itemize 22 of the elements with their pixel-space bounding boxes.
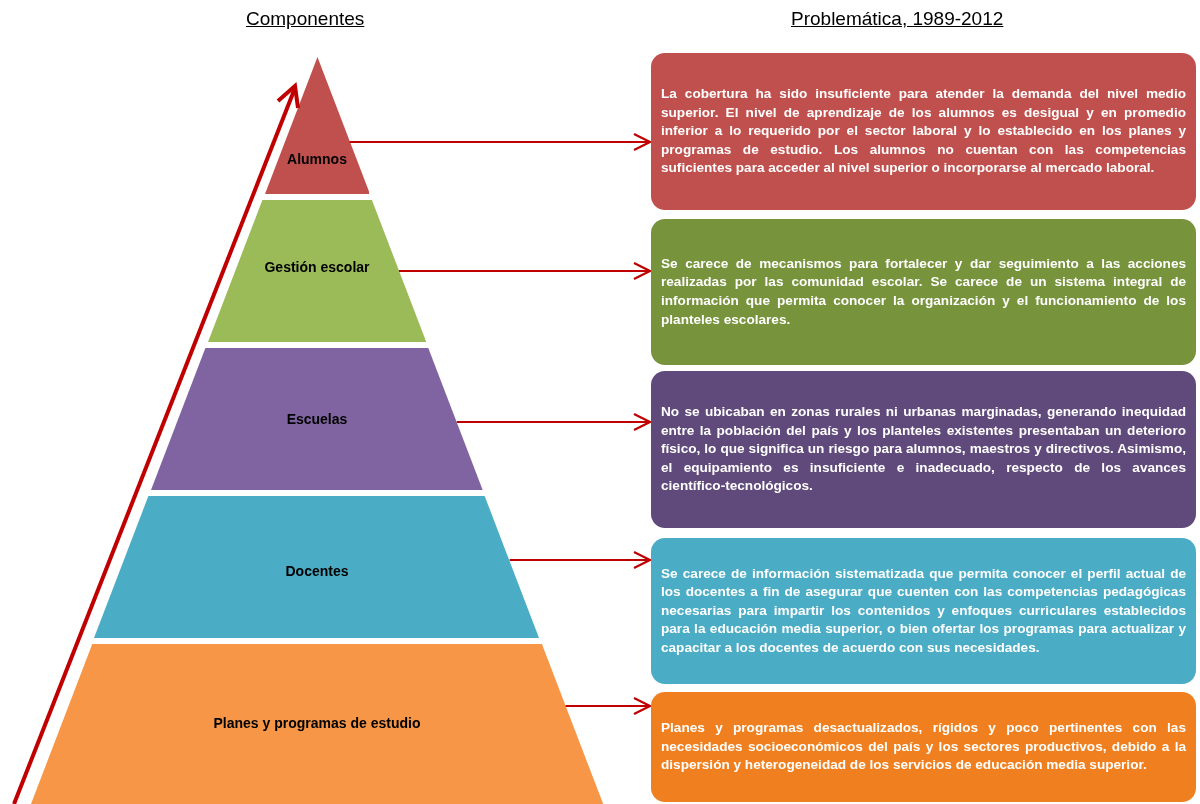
problem-box: [651, 219, 1196, 365]
problem-box: [651, 371, 1196, 528]
layer-label: Planes y programas de estudio: [213, 715, 421, 731]
problem-box: [651, 53, 1196, 210]
problem-text: Planes y programas desactualizados, rígidos y poco pertinentes con las necesidades socioeconómicos del país y los sectores productivos, debido a la dispersión y heterogeneidad de los servicios de educación media superior.: [661, 719, 1186, 775]
problem-text: Se carece de información sistematizada que permita conocer el perfil actual de los docentes a fin de asegurar que cuenten con las competencias pedagógicas necesarias para impartir los contenidos y enfoques curriculares establecidos para la educación media superior, o bien ofertar los programas para actualizar y capacitar a los docentes de acuerdo con sus necesidades.: [661, 564, 1186, 657]
layer-label: Alumnos: [287, 151, 347, 167]
problem-text: No se ubicaban en zonas rurales ni urbanas marginadas, generando inequidad entre la población del país y los planteles existentes presentaban un deterioro físico, lo que significa un riesgo para alumnos, maestros y directivos. Asimismo, el equipamiento es insuficiente e inadecuado, respecto de los avances científico-tecnológicos.: [661, 403, 1186, 496]
problem-box: [651, 538, 1196, 684]
layer-label: Gestión escolar: [264, 259, 370, 275]
column-heading: Componentes: [246, 8, 365, 30]
arrow: [348, 132, 652, 152]
problem-box: [651, 692, 1196, 802]
problem-text: La cobertura ha sido insuficiente para atender la demanda del nivel medio superior. El nivel de aprendizaje de los alumnos es desigual y en promedio inferior a lo requerido por el sector laboral y lo establecido en los planes y programas de estudio. Los alumnos no cuentan con las competencias suficientes para acceder al nivel superior o incorporarse al mercado laboral.: [661, 85, 1186, 178]
column-heading: Problemática, 1989-2012: [791, 8, 1004, 30]
arrow: [397, 261, 652, 281]
layer-label: Escuelas: [286, 411, 348, 427]
arrow: [564, 696, 652, 716]
arrow: [455, 412, 652, 432]
arrow: [508, 550, 652, 570]
problem-text: Se carece de mecanismos para fortalecer y dar seguimiento a las acciones realizadas por las comunidad escolar. Se carece de un sistema integral de información que permita conocer la organización y el funcionamiento de los planteles escolares.: [661, 254, 1186, 329]
layer-label: Docentes: [285, 563, 349, 579]
